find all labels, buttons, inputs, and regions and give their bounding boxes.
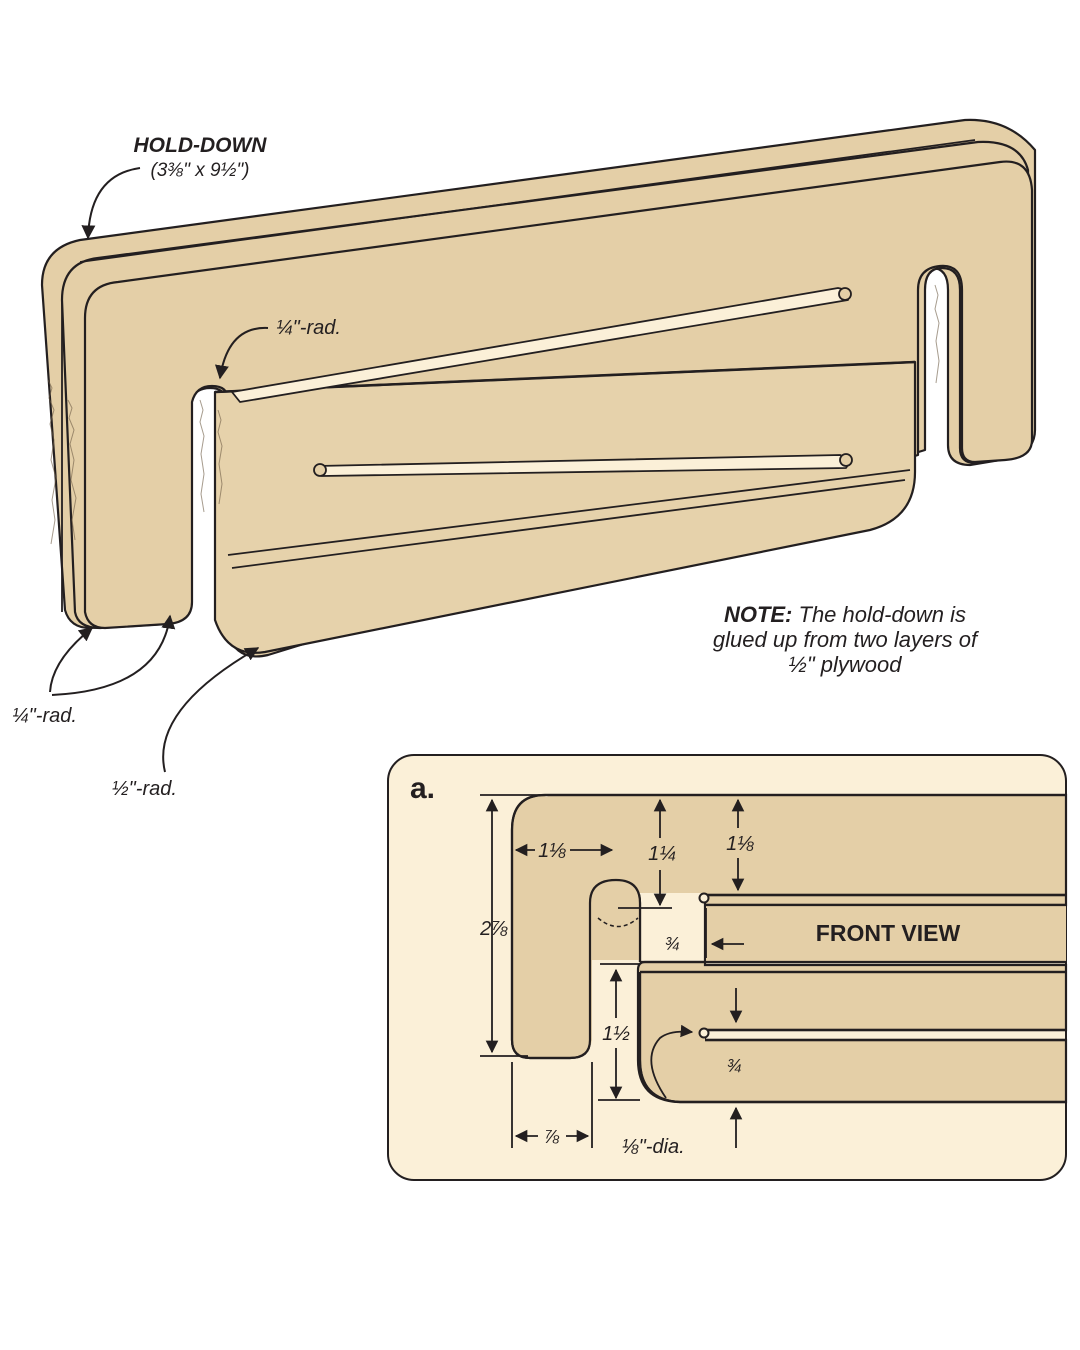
note-line-3: ½" plywood xyxy=(789,652,903,677)
dim-hole-dia: ⅛"-dia. xyxy=(622,1136,685,1158)
note-line-2: glued up from two layers of xyxy=(713,627,980,652)
note-line-1: NOTE: The hold-down is xyxy=(724,602,966,627)
note-text: The hold-down is xyxy=(792,602,966,627)
detail-a-panel: a. xyxy=(387,754,1068,1181)
dim-1-1-8-right: 1⅛ xyxy=(726,833,754,855)
cleat-fill xyxy=(642,974,1064,1100)
end-grain-texture xyxy=(47,284,940,545)
rad-label-top: ¼"-rad. xyxy=(276,317,341,339)
body-fill xyxy=(514,797,1064,1056)
hold-down-3d-view xyxy=(40,118,1037,658)
cleat-outline xyxy=(638,970,1066,1104)
hold-down-title: HOLD-DOWN xyxy=(134,134,268,157)
dim-1-1-4: 1¼ xyxy=(648,843,676,865)
hold-down-size: (3⅜" x 9½") xyxy=(150,160,249,181)
main-leaders xyxy=(49,167,269,773)
cleat-block xyxy=(213,360,917,654)
dim-1-1-2: 1½ xyxy=(602,1023,630,1045)
note-bold: NOTE: xyxy=(724,602,792,627)
dim-groove-3-4: ¾ xyxy=(726,1056,741,1076)
dim-1-1-8: 1⅛ xyxy=(538,840,566,862)
pin-hole-upper xyxy=(698,892,710,904)
dimension-lines xyxy=(480,794,745,1148)
upper-strip-fill xyxy=(706,906,1066,961)
rad-label-half: ½"-rad. xyxy=(112,778,177,800)
dimension-labels: 1⅛ 1¼ 1⅛ 2⅞ ¾ 1½ ¾ ⅞ ⅛"-dia. xyxy=(479,833,754,1158)
detail-label: a. xyxy=(410,772,435,805)
dim-slot-3-4: ¾ xyxy=(664,934,679,954)
pin-hole-lower xyxy=(698,1027,710,1039)
front-view-title: FRONT VIEW xyxy=(816,920,961,946)
dim-2-7-8: 2⅞ xyxy=(479,918,508,940)
rad-label-left: ¼"-rad. xyxy=(12,705,77,727)
dim-7-8: ⅞ xyxy=(544,1127,559,1147)
